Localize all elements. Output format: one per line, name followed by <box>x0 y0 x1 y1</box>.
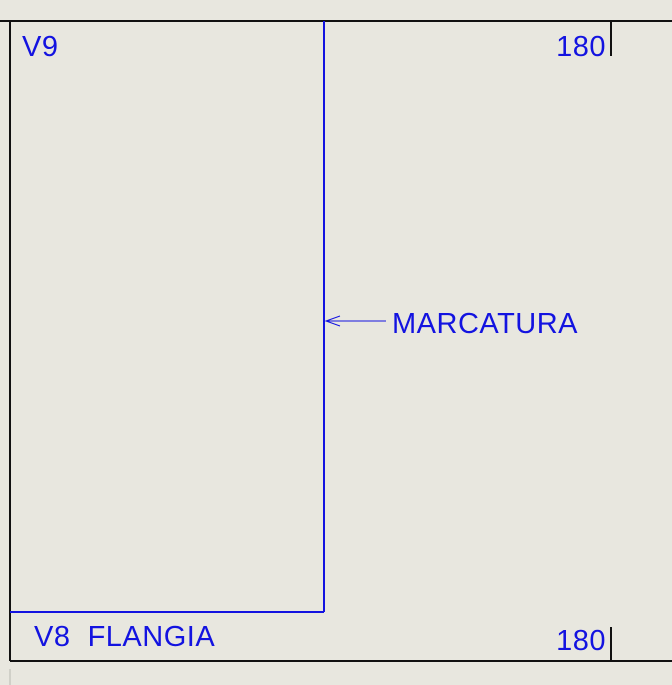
bottom-left-label: V8 FLANGIA <box>34 621 215 653</box>
arrowhead-icon <box>324 315 341 327</box>
flange-outline <box>10 21 325 613</box>
bottom-right-dimension: 180 <box>556 625 606 657</box>
top-right-dimension: 180 <box>556 31 606 63</box>
top-left-label: V9 <box>22 31 58 63</box>
marking-callout-label: MARCATURA <box>392 308 578 340</box>
marking-leader <box>324 315 386 327</box>
outer-frame <box>0 20 672 662</box>
